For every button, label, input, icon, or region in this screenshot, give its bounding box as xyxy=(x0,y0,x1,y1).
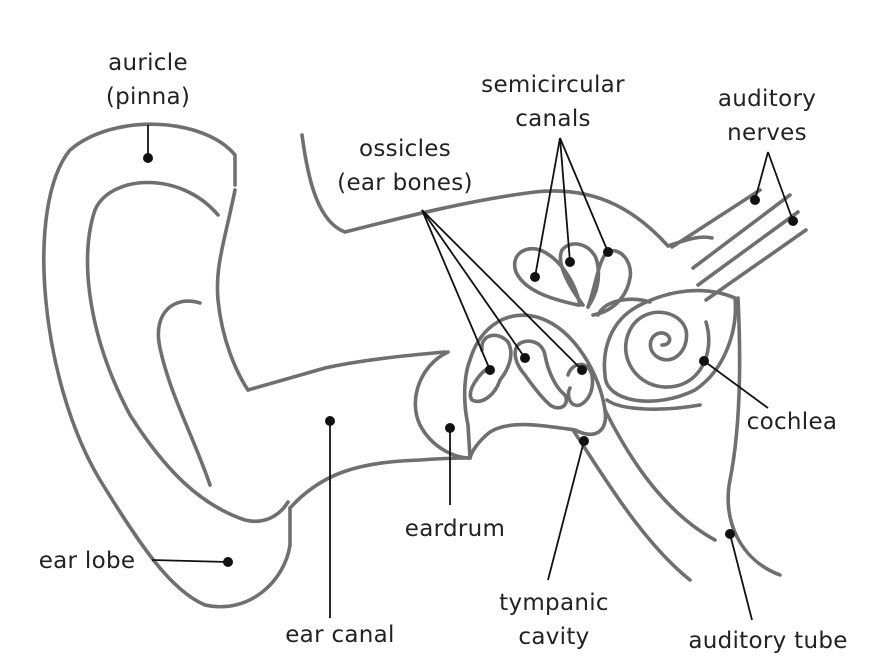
label-eardrum: eardrum xyxy=(404,516,506,542)
auditory-nerve-1 xyxy=(670,188,762,249)
leader-semicircular-canals xyxy=(530,137,613,282)
tragus-crus xyxy=(215,188,250,392)
leader-tympanic-cavity xyxy=(547,436,589,581)
leader-auditory-nerves xyxy=(750,151,798,226)
leader-cochlea xyxy=(699,356,769,409)
auditory-tube-left-wall xyxy=(571,428,692,582)
incus xyxy=(513,339,569,410)
label-auditory-tube: auditory tube xyxy=(688,628,848,654)
helix-rim xyxy=(85,180,290,523)
auricle-outline xyxy=(42,122,292,609)
label-auricle: auricle (pinna) xyxy=(105,50,191,110)
leader-ear-canal xyxy=(325,416,335,618)
ear-canal-upper-wall xyxy=(246,350,447,392)
leader-ear-lobe xyxy=(151,557,233,567)
auditory-nerve-3 xyxy=(696,210,800,287)
skull-contour xyxy=(300,133,714,248)
inner-structure-right-wall xyxy=(726,296,782,577)
leader-auricle xyxy=(143,125,153,163)
auditory-nerve-4 xyxy=(704,228,808,302)
cochlea-spiral xyxy=(623,310,711,389)
stapes xyxy=(566,362,595,408)
label-auditory-nerves: auditory nerves xyxy=(717,86,817,146)
cochlea-outer xyxy=(602,288,738,403)
semicircular-canal-right xyxy=(586,248,633,317)
leader-ossicles xyxy=(421,209,587,375)
auditory-tube-right-wall xyxy=(603,408,717,542)
malleus xyxy=(468,333,513,403)
eardrum-outline xyxy=(413,350,472,460)
label-ear-canal: ear canal xyxy=(285,622,395,648)
ear-canal-lower-wall xyxy=(288,456,472,510)
label-ossicles: ossicles (ear bones) xyxy=(337,136,473,196)
label-semicircular-canals: semicircular canals xyxy=(481,72,625,132)
tympanic-cavity-outline xyxy=(468,313,608,460)
semicircular-canal-middle xyxy=(558,242,601,309)
label-cochlea: cochlea xyxy=(746,409,838,435)
semicircular-canal-left xyxy=(512,247,582,307)
label-ear-lobe: ear lobe xyxy=(38,548,136,574)
auditory-nerve-2 xyxy=(691,193,792,270)
label-tympanic-cavity: tympanic cavity xyxy=(499,590,609,650)
leader-auditory-tube xyxy=(725,529,753,621)
leader-eardrum xyxy=(445,423,455,505)
inner-structure-bottom-wall xyxy=(605,398,702,411)
antihelix xyxy=(156,299,212,487)
